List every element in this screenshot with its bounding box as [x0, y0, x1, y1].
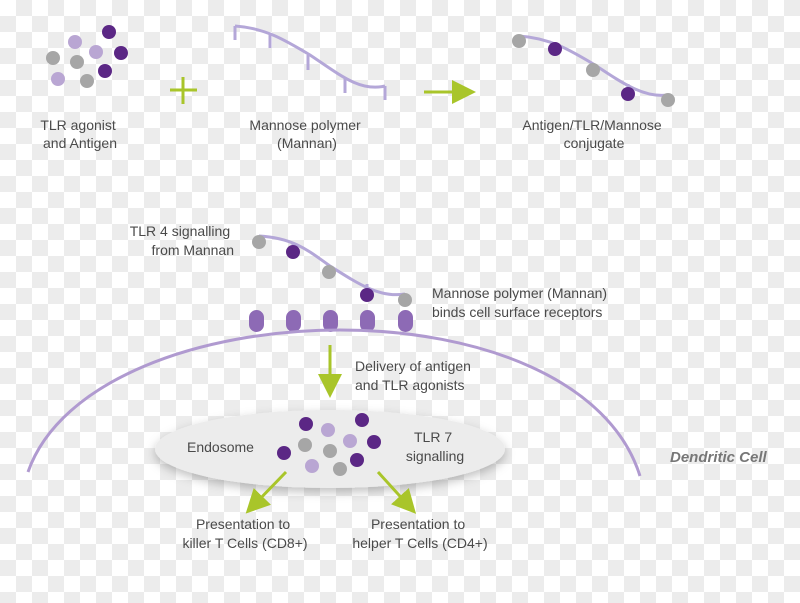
arrow-killer-icon — [245, 470, 288, 514]
tlr4-label: TLR 4 signalling from Mannan — [130, 223, 234, 258]
polymer-label: Mannose polymer (Mannan) — [249, 117, 364, 151]
mannose-polymer — [233, 24, 387, 100]
conjugate — [512, 34, 675, 107]
delivery-label: Delivery of antigen and TLR agonists — [355, 358, 475, 393]
dendritic-cell-label: Dendritic Cell — [670, 449, 768, 466]
helper-t-cells-label: Presentation to helper T Cells (CD4+) — [352, 516, 487, 551]
endosome-label: Endosome — [187, 439, 254, 455]
agonist-antigen-cluster — [46, 25, 128, 88]
tlr7-label: TLR 7 signalling — [406, 429, 464, 464]
arrow-helper-icon — [376, 470, 417, 514]
cell-surface-receptors — [249, 310, 413, 332]
plus-icon — [170, 77, 197, 104]
bound-conjugate — [252, 234, 412, 307]
cell-membrane — [26, 328, 642, 477]
agonist-label: TLR agonist and Antigen — [40, 117, 119, 151]
killer-t-cells-label: Presentation to killer T Cells (CD8+) — [182, 516, 307, 551]
endosome-particles — [277, 413, 381, 476]
receptor-label: Mannose polymer (Mannan) binds cell surf… — [432, 285, 611, 320]
conjugate-label: Antigen/TLR/Mannose conjugate — [522, 117, 665, 151]
